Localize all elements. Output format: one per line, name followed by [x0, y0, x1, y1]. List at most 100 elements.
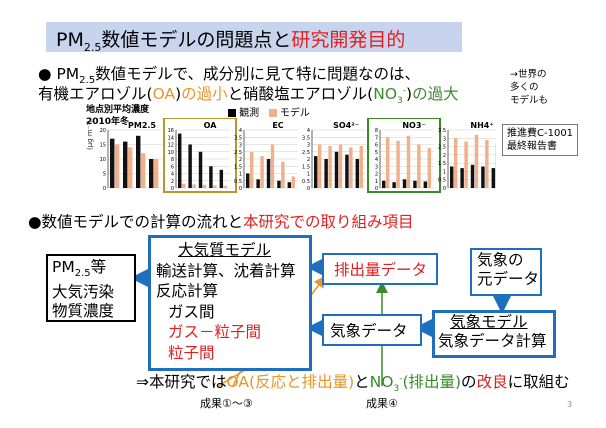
emission-data-box	[322, 253, 438, 285]
chart-tick-label: 3	[239, 143, 242, 149]
bar-observed	[450, 166, 454, 188]
bar-observed	[219, 169, 224, 188]
bar-observed	[277, 180, 281, 188]
chart-highlight-frame	[367, 118, 441, 193]
bar-observed	[287, 182, 292, 188]
title-bar	[46, 22, 462, 52]
bar-model	[359, 145, 364, 188]
bar-observed	[402, 179, 407, 188]
chart-tick-label: 3	[443, 136, 446, 142]
bar-model	[223, 185, 228, 188]
bar-observed	[382, 180, 386, 188]
bar-observed	[392, 182, 396, 188]
chart-tick-label: 1	[307, 172, 310, 178]
chart-tick-label: 8	[375, 128, 378, 134]
weather-source-text: 気象の 元データ	[477, 251, 540, 288]
air-quality-model-box	[148, 235, 312, 371]
chart-title: NO3⁻	[402, 121, 425, 130]
bar-model	[127, 147, 133, 188]
chart-tick-label: 3	[375, 164, 378, 170]
chart-title: NH4⁺	[470, 121, 493, 130]
bar-observed	[198, 151, 203, 188]
chart-tick-label: 3.5	[234, 135, 242, 141]
bar-model	[453, 138, 458, 188]
chart-tick-label: 6	[171, 164, 174, 170]
legend-model-swatch	[268, 109, 277, 117]
chart-tick-label: 2.5	[438, 145, 446, 151]
bar-model	[427, 148, 432, 188]
bar-model	[474, 134, 479, 188]
bar-model	[202, 184, 207, 188]
bar-observed	[110, 138, 115, 188]
bar-model	[153, 159, 159, 188]
chart-5: NH4⁺00.511.522.533.5	[438, 121, 496, 192]
air-quality-model-title: 大気質モデル	[178, 241, 272, 259]
weather-data-box	[322, 314, 422, 346]
chart-tick-label: 2	[443, 153, 446, 159]
bar-observed	[266, 159, 271, 188]
chart-tick-label: 2.5	[234, 150, 242, 156]
bar-observed	[123, 141, 128, 188]
chart-tick-label: 4	[307, 128, 310, 134]
chart-tick-label: 0.5	[438, 178, 446, 184]
legend-model-label: モデル	[279, 108, 310, 119]
bar-model	[291, 176, 296, 188]
pm25-box	[46, 254, 136, 322]
chart-highlight-frame	[163, 118, 237, 193]
bar-observed	[324, 159, 328, 188]
chart-3: SO4²⁻00.511.522.533.54	[302, 121, 366, 192]
chart-tick-label: 0	[307, 186, 310, 192]
chart-tick-label: 1.5	[302, 164, 310, 170]
chart-title: SO4²⁻	[333, 121, 359, 130]
chart-tick-label: 2.5	[302, 150, 310, 156]
chart-tick-label: 0	[443, 186, 446, 192]
chart-title: EC	[272, 121, 283, 130]
bar-observed	[355, 159, 360, 188]
weather-model-box	[432, 310, 556, 358]
chart-title: OA	[204, 121, 218, 130]
bar-model	[213, 185, 217, 188]
bar-observed	[470, 164, 475, 188]
chart-tick-label: 2	[171, 179, 174, 185]
bar-observed	[256, 179, 260, 188]
chart-tick-label: 3.5	[438, 128, 446, 134]
bar-model	[192, 184, 196, 188]
chart-tick-label: 2	[239, 157, 242, 163]
chart-tick-label: 3	[307, 143, 310, 149]
chart-tick-label: 1.5	[438, 161, 446, 167]
bar-model	[140, 153, 146, 188]
bar-observed	[334, 151, 339, 188]
bar-model	[249, 151, 254, 188]
chart-header-title: 地点別平均濃度	[86, 105, 150, 115]
chart-tick-label: 5	[375, 150, 378, 156]
bar-model	[338, 144, 343, 188]
bar-model	[396, 140, 400, 188]
chart-tick-label: 1	[375, 179, 378, 185]
chart-tick-label: 7	[375, 135, 378, 141]
chart-tick-label: 0	[239, 186, 242, 192]
chart-tick-label: 0	[103, 186, 106, 192]
chart-tick-label: 20	[100, 128, 106, 134]
bar-observed	[481, 166, 485, 188]
weather-data-label: 気象データ	[330, 322, 408, 340]
chart-tick-label: 0.5	[234, 179, 242, 185]
chart-tick-label: 0	[375, 186, 378, 192]
legend-obs-swatch	[228, 109, 236, 117]
chart-tick-label: 2	[307, 157, 310, 163]
chart-tick-label: 4	[171, 172, 174, 178]
chart-tick-label: 6	[375, 143, 378, 149]
page-number: 3	[567, 400, 573, 409]
bar-model	[317, 144, 322, 188]
bar-model	[281, 161, 285, 188]
conclusion: ⇒本研究ではOA(反応と排出量)とNO3-(排出量)の改良に取組む	[136, 373, 570, 395]
bar-observed	[246, 173, 250, 188]
chart-tick-label: 5	[103, 172, 106, 178]
bar-model	[260, 156, 264, 188]
bar-model	[349, 147, 353, 188]
bar-observed	[149, 159, 154, 188]
bar-observed	[178, 133, 182, 188]
